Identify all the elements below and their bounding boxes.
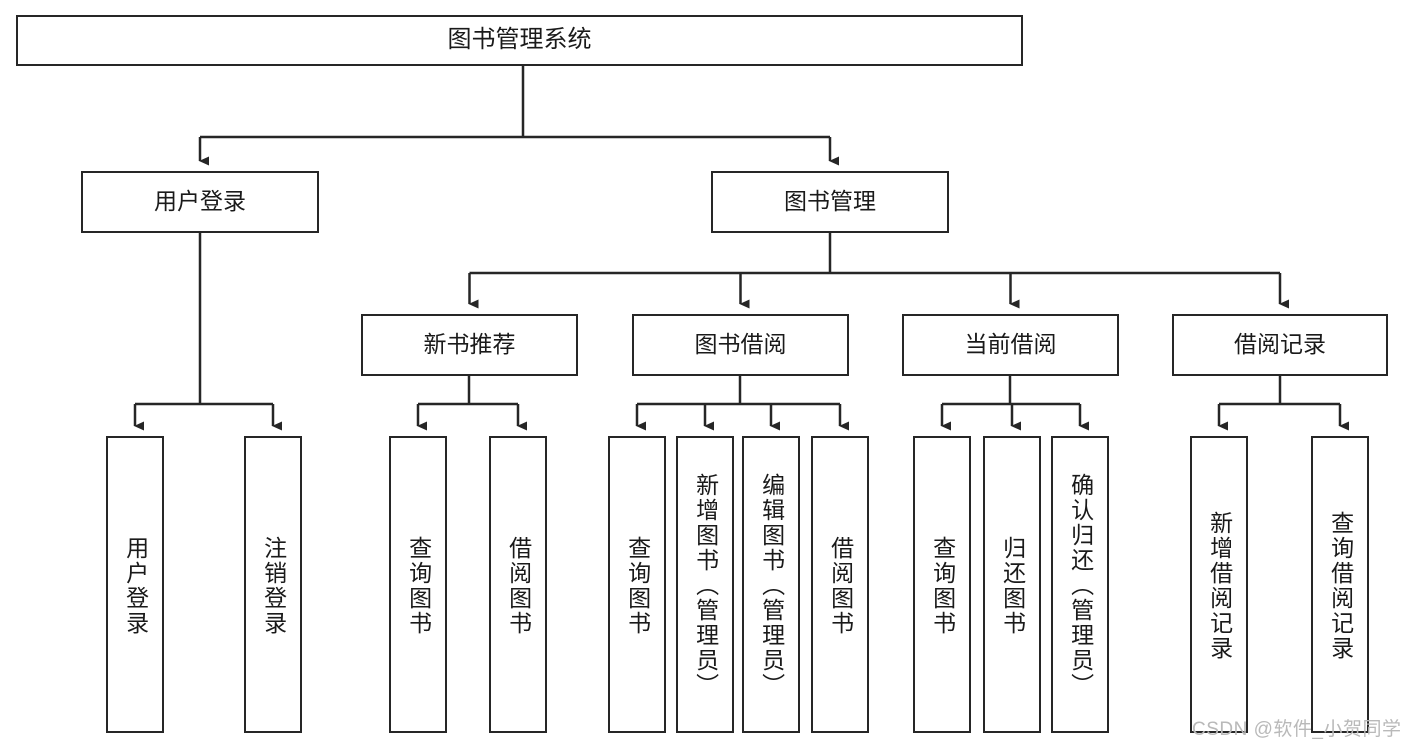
node-leaf-br-query[interactable]: 查询借阅记录 — [1311, 436, 1369, 733]
node-leaf-user-logout[interactable]: 注销登录 — [244, 436, 302, 733]
node-leaf-bb-add[interactable]: 新增图书（管理员） — [676, 436, 734, 733]
node-leaf-cb-query[interactable]: 查询图书 — [913, 436, 971, 733]
node-leaf-br-add[interactable]: 新增借阅记录 — [1190, 436, 1248, 733]
node-user-login[interactable]: 用户登录 — [81, 171, 319, 233]
node-leaf-cb-confirm[interactable]: 确认归还（管理员） — [1051, 436, 1109, 733]
node-borrow-record[interactable]: 借阅记录 — [1172, 314, 1388, 376]
node-label: 当前借阅 — [964, 331, 1057, 358]
node-label: 新书推荐 — [423, 331, 516, 358]
node-label: 查询图书 — [405, 535, 432, 636]
node-root[interactable]: 图书管理系统 — [16, 15, 1023, 66]
node-new-book-rec[interactable]: 新书推荐 — [361, 314, 578, 376]
node-label: 新增借阅记录 — [1206, 510, 1233, 661]
node-leaf-bb-edit[interactable]: 编辑图书（管理员） — [742, 436, 800, 733]
node-book-borrow[interactable]: 图书借阅 — [632, 314, 849, 376]
node-label: 编辑图书（管理员） — [758, 473, 785, 698]
node-label: 确认归还（管理员） — [1067, 473, 1094, 698]
node-label: 借阅图书 — [505, 535, 532, 636]
node-label: 注销登录 — [260, 535, 287, 636]
node-leaf-bb-borrow[interactable]: 借阅图书 — [811, 436, 869, 733]
node-leaf-user-login[interactable]: 用户登录 — [106, 436, 164, 733]
node-label: 新增图书（管理员） — [692, 473, 719, 698]
node-current-borrow[interactable]: 当前借阅 — [902, 314, 1119, 376]
node-leaf-rec-borrow[interactable]: 借阅图书 — [489, 436, 547, 733]
node-leaf-rec-query[interactable]: 查询图书 — [389, 436, 447, 733]
node-book-manage[interactable]: 图书管理 — [711, 171, 949, 233]
node-leaf-cb-return[interactable]: 归还图书 — [983, 436, 1041, 733]
node-label: 用户登录 — [154, 188, 246, 215]
node-label: 图书管理 — [784, 188, 876, 215]
node-label: 归还图书 — [999, 535, 1026, 636]
node-label: 图书管理系统 — [447, 26, 592, 54]
node-label: 查询借阅记录 — [1327, 510, 1354, 661]
csdn-watermark: CSDN @软件_小贺同学 — [1192, 719, 1402, 740]
node-label: 用户登录 — [122, 535, 149, 636]
node-label: 图书借阅 — [694, 331, 787, 358]
node-label: 查询图书 — [929, 535, 956, 636]
node-label: 借阅图书 — [827, 535, 854, 636]
node-label: 查询图书 — [624, 535, 651, 636]
node-label: 借阅记录 — [1234, 331, 1326, 358]
node-leaf-bb-query[interactable]: 查询图书 — [608, 436, 666, 733]
